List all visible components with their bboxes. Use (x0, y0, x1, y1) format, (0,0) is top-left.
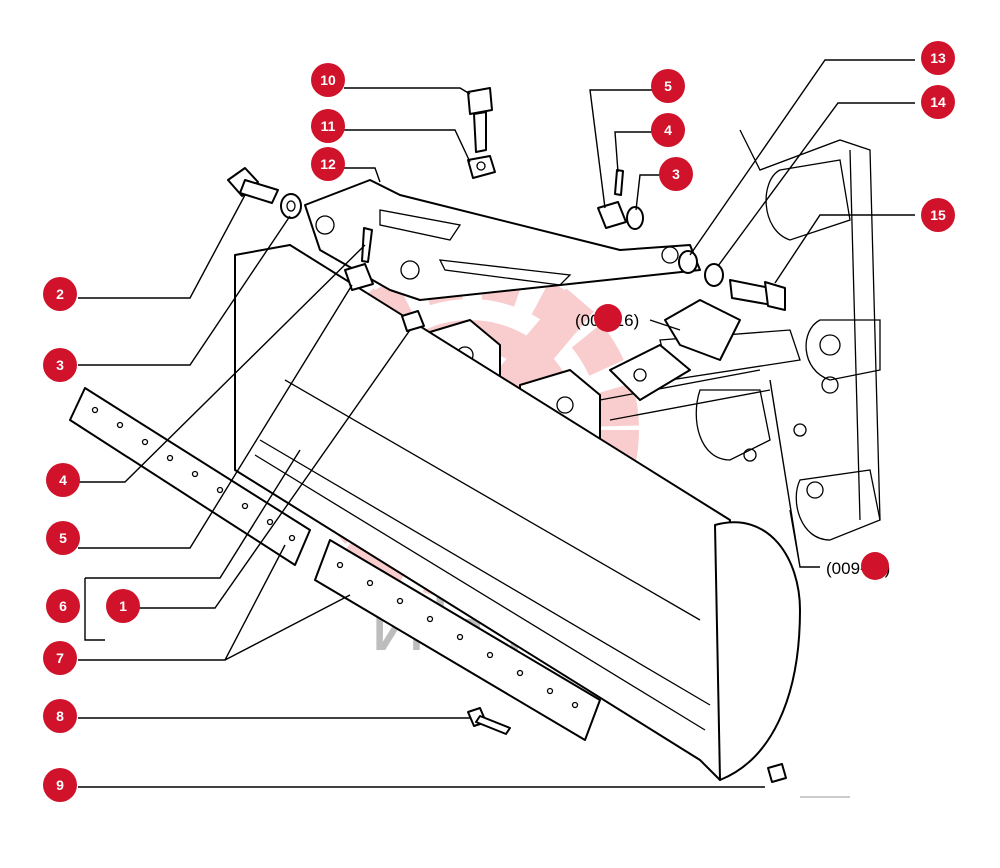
callout-4-top: 4 (651, 113, 685, 147)
bolt-2 (227, 167, 279, 204)
callout-label-2: 2 (56, 286, 64, 302)
callout-label-1: 1 (119, 598, 127, 614)
callout-8: 8 (43, 699, 77, 733)
nut-blade (401, 310, 425, 332)
callout-11: 11 (311, 109, 345, 143)
callout-label-15: 15 (930, 207, 946, 223)
callout-5-top: 5 (651, 69, 685, 103)
callout-7: 7 (43, 641, 77, 675)
pin-15 (729, 279, 786, 311)
callout-label-10: 10 (320, 72, 336, 88)
callout-label-5-top: 5 (664, 78, 672, 94)
callout-label-4-top: 4 (664, 122, 672, 138)
cutting-edge-right (314, 539, 601, 741)
leader-lines (78, 59, 915, 788)
callout-10: 10 (311, 63, 345, 97)
reference-marker-1 (594, 304, 622, 332)
nut-9 (767, 763, 787, 783)
washer-13 (678, 250, 698, 274)
reference-marker-2 (861, 552, 889, 580)
callout-label-14: 14 (930, 94, 946, 110)
callout-3-left: 3 (43, 348, 77, 382)
callout-label-7: 7 (56, 650, 64, 666)
castle-nut-5-left (344, 263, 374, 291)
reference-009-19: (009-19) (826, 552, 890, 580)
callout-label-6: 6 (59, 598, 67, 614)
washer-3-left (280, 193, 302, 219)
callout-label-12: 12 (320, 156, 336, 172)
cutting-edge-left (69, 387, 311, 566)
callout-label-9: 9 (56, 777, 64, 793)
cylinder-rod-end (609, 299, 741, 401)
castle-nut-5-right (597, 201, 627, 229)
callout-label-4-left: 4 (59, 472, 67, 488)
callout-2: 2 (43, 277, 77, 311)
washer-14 (704, 263, 724, 287)
bolt-8 (467, 707, 511, 735)
callout-12: 12 (311, 147, 345, 181)
blade-body (234, 244, 801, 781)
callout-label-5-left: 5 (59, 530, 67, 546)
callout-13: 13 (921, 41, 955, 75)
callout-4-left: 4 (46, 463, 80, 497)
nut-11 (467, 155, 496, 179)
split-pin-4-left (361, 227, 373, 263)
callout-label-13: 13 (930, 50, 946, 66)
callout-6: 6 (46, 589, 80, 623)
split-pin-4-right (614, 169, 624, 196)
callout-14: 14 (921, 85, 955, 119)
callout-9: 9 (43, 768, 77, 802)
callout-label-8: 8 (56, 708, 64, 724)
callout-label-3-top: 3 (672, 166, 680, 182)
callout-1: 1 (106, 589, 140, 623)
callout-5-left: 5 (46, 521, 80, 555)
callout-label-3-left: 3 (56, 357, 64, 373)
callout-15: 15 (921, 198, 955, 232)
reference-008-16: (008-16) (575, 304, 639, 332)
callout-label-11: 11 (321, 118, 336, 134)
callout-3-top: 3 (659, 157, 693, 191)
bolt-10 (467, 87, 493, 153)
washer-3-right (626, 206, 644, 230)
